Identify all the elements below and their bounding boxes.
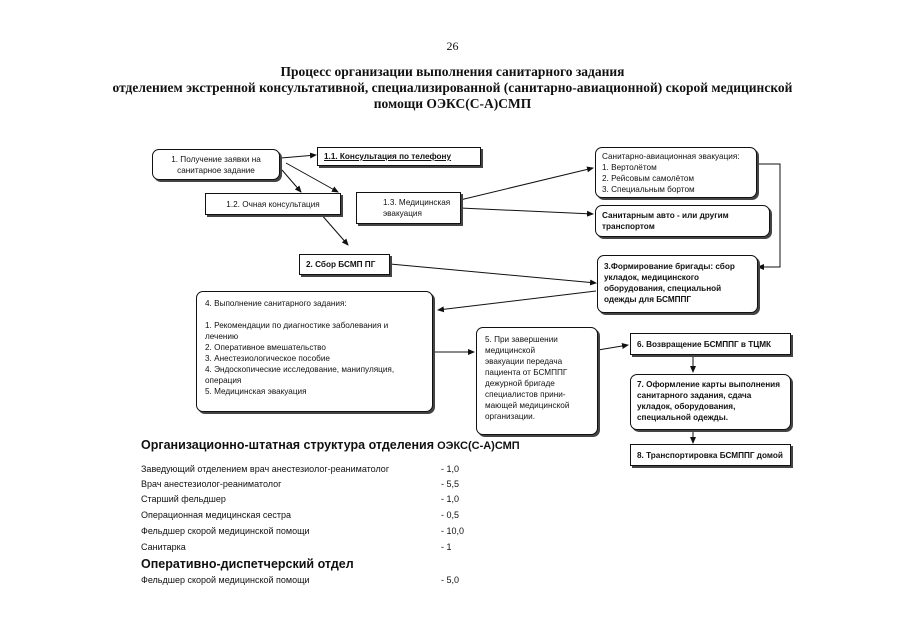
step-4-item-1b: лечению [205,332,239,341]
step-5-line-3: эвакуации передача [485,357,563,366]
staff-row-5-name: Фельдшер скорой медицинской помощи [141,526,310,536]
step-4-item-5: 5. Медицинская эвакуация [205,387,307,396]
step-5-line-7: мающей медицинской [485,401,570,410]
step-7-line-1: 7. Оформление карты выполнения [637,380,780,389]
staff-row-5-value: - 10,0 [441,526,465,536]
staff-heading-text: Организационно-штатная структура отделен… [141,438,434,452]
step-1-line-1: 1. Получение заявки на [171,155,261,164]
ground-transport-line-1: Санитарным авто - или другим [602,211,729,220]
step-3-box: 3.Формирование бригады: сбор укладок, ме… [597,255,758,313]
air-evacuation-option-2: 2. Рейсовым самолётом [602,174,695,183]
staff-row-2-value: - 5,5 [441,479,460,489]
step-1-box: 1. Получение заявки на санитарное задани… [152,149,280,180]
dispatch-row-1-name: Фельдшер скорой медицинской помощи [141,575,310,585]
step-5-line-4: пациента от БСМППГ [485,368,568,377]
step-5-line-1: 5. При завершении [485,335,558,344]
staff-row-6-name: Санитарка [141,542,186,552]
staff-row-3-value: - 1,0 [441,494,460,504]
step-5-line-8: организации. [485,412,535,421]
step-7-line-3: укладок, оборудования, [637,402,736,411]
step-1-1-label: 1.1. Консультация по телефону [324,152,452,161]
step-5-line-2: медицинской [485,346,536,355]
dispatch-heading: Оперативно-диспетчерский отдел [141,557,354,571]
title-line-1: Процесс организации выполнения санитарно… [280,64,625,79]
title-line-3: помощи ОЭКС(С-А)СМП [373,96,532,111]
step-7-line-2: санитарного задания, сдача [637,391,752,400]
step-1-line-2: санитарное задание [177,166,255,175]
air-evacuation-option-3: 3. Специальным бортом [602,185,695,194]
staff-row-2-name: Врач анестезиолог-реаниматолог [141,479,282,489]
step-5-box: 5. При завершении медицинской эвакуации … [476,327,598,435]
step-4-item-1: 1. Рекомендации по диагностике заболеван… [205,321,389,330]
staff-row-6-value: - 1 [441,542,452,552]
staff-heading-suffix: ОЭКС(С-А)СМП [437,440,520,452]
step-8-label: 8. Транспортировка БСМППГ домой [637,451,783,460]
step-4-item-3: 3. Анестезиологическое пособие [205,354,330,363]
air-evacuation-title: Санитарно-авиационная эвакуация: [602,152,740,161]
dispatch-row-1-value: - 5,0 [441,575,460,585]
step-4-item-2: 2. Оперативное вмешательство [205,343,326,352]
step-1-1-box: 1.1. Консультация по телефону [317,147,481,166]
step-2-box: 2. Сбор БСМП ПГ [299,254,390,275]
step-1-2-label: 1.2. Очная консультация [226,200,320,209]
step-5-line-5: дежурной бригаде [485,379,555,388]
step-4-item-4b: операция [205,376,242,385]
step-4-item-4: 4. Эндоскопические исследование, манипул… [205,365,395,374]
staff-heading: Организационно-штатная структура отделен… [141,438,520,452]
step-5-line-6: специалистов прини- [485,390,566,399]
step-4-title: 4. Выполнение санитарного задания: [205,299,347,308]
step-7-line-4: специальной одежды. [637,413,728,422]
step-4-box: 4. Выполнение санитарного задания: 1. Ре… [196,291,433,412]
step-1-2-box: 1.2. Очная консультация [205,193,341,215]
staff-row-1-name: Заведующий отделением врач анестезиолог-… [141,464,390,474]
air-evacuation-option-1: 1. Вертолётом [602,163,657,172]
ground-transport-box: Санитарным авто - или другим транспортом [595,205,770,237]
step-2-label: 2. Сбор БСМП ПГ [306,260,376,269]
step-3-line-3: оборудования, специальной [604,284,722,293]
ground-transport-line-2: транспортом [602,222,655,231]
staff-row-4-name: Операционная медицинская сестра [141,510,291,520]
step-7-box: 7. Оформление карты выполнения санитарно… [630,374,791,430]
step-6-box: 6. Возвращение БСМППГ в ТЦМК [630,333,791,355]
staff-row-1-value: - 1,0 [441,464,460,474]
staff-row-4-value: - 0,5 [441,510,460,520]
page-number: 26 [446,39,459,53]
step-3-line-4: одежды для БСМППГ [604,295,692,304]
step-3-line-1: 3.Формирование бригады: сбор [604,262,735,271]
step-3-line-2: укладок, медицинского [604,273,700,282]
step-6-label: 6. Возвращение БСМППГ в ТЦМК [637,340,772,349]
step-8-box: 8. Транспортировка БСМППГ домой [630,444,791,466]
staff-row-3-name: Старший фельдшер [141,494,226,504]
step-1-3-line-2: эвакуация [383,209,422,218]
title-line-2: отделением экстренной консультативной, с… [112,80,793,95]
page-title: Процесс организации выполнения санитарно… [40,64,865,112]
step-1-3-line-1: 1.3. Медицинская [383,198,451,207]
step-1-3-box: 1.3. Медицинская эвакуация [356,192,461,224]
air-evacuation-box: Санитарно-авиационная эвакуация: 1. Верт… [595,147,757,198]
